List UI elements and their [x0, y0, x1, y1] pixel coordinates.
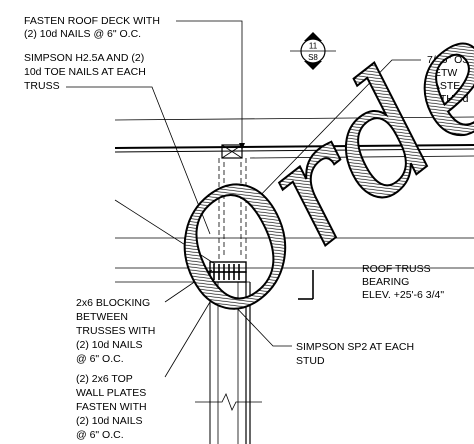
section-marker: 11 S8: [290, 32, 336, 70]
h25a-clip: [221, 144, 243, 159]
note-line: FASTEN WITH: [76, 401, 147, 413]
note-line: ROOF TRUSS: [362, 263, 431, 275]
note-simpson-sp2: SIMPSON SP2 AT EACH STUD: [296, 341, 417, 367]
sheathing-line: [249, 155, 474, 159]
break-line: [195, 393, 262, 411]
note-line: (2) 10d NAILS @ 6" O.C.: [24, 28, 141, 40]
leader-sp2: [231, 302, 292, 347]
note-simpson-h25a: SIMPSON H2.5A AND (2) 10d TOE NAILS AT E…: [24, 52, 149, 92]
note-roof-truss-bearing: ROOF TRUSS BEARING ELEV. +25'-6 3/4": [362, 263, 444, 301]
leader-roof-deck: [176, 20, 243, 150]
note-line: 10d TOE NAILS AT EACH: [24, 66, 146, 78]
leader-top-plates: [164, 291, 217, 378]
note-line: ELEV. +25'-6 3/4": [362, 289, 444, 301]
blocking-2x6: [218, 144, 247, 262]
leader-blocking: [164, 269, 213, 303]
note-line: 2x6 BLOCKING: [76, 297, 150, 309]
note-line: (2) 10d NAILS: [76, 339, 143, 351]
top-plates: [209, 261, 247, 283]
truss-web-diagonal: [114, 199, 216, 265]
section-detail-number: 11: [309, 42, 318, 51]
note-sheathing: 7/16" OS BETW FASTE WITH 8d: [427, 54, 472, 105]
note-line: FASTEN ROOF DECK WITH: [24, 15, 160, 27]
note-line: BEARING: [362, 276, 409, 288]
roof-deck-top-line: [114, 116, 474, 121]
note-line: STUD: [296, 355, 325, 367]
note-line: @ 6" O.C.: [76, 429, 124, 441]
note-line: (2) 10d NAILS: [76, 415, 143, 427]
note-line: WALL PLATES: [76, 387, 146, 399]
roof-structure: [114, 116, 474, 283]
note-line: @ 6" O.C.: [76, 353, 124, 365]
note-line: (2) 2x6 TOP: [76, 373, 133, 385]
leader-simpson-h25a: [66, 86, 211, 235]
truss-top-chord-upper: [114, 144, 474, 149]
elevation-marker: [298, 270, 314, 300]
note-line: FASTE: [427, 80, 460, 92]
note-blocking: 2x6 BLOCKING BETWEEN TRUSSES WITH (2) 10…: [76, 297, 158, 365]
note-line: 7/16" OS: [427, 54, 469, 66]
leader-sheathing: [249, 59, 421, 207]
note-line: BETW: [427, 67, 457, 79]
note-line: WITH 8d: [427, 93, 469, 105]
wall-stud: [195, 282, 262, 444]
note-roof-deck: FASTEN ROOF DECK WITH (2) 10d NAILS @ 6"…: [24, 15, 163, 40]
note-line: TRUSS: [24, 80, 60, 92]
truss-top-chord-lower: [114, 148, 474, 153]
note-top-plates: (2) 2x6 TOP WALL PLATES FASTEN WITH (2) …: [76, 373, 150, 441]
note-line: BETWEEN: [76, 311, 128, 323]
leader-lines: [66, 20, 421, 378]
note-line: TRUSSES WITH: [76, 325, 155, 337]
section-sheet-number: S8: [308, 53, 318, 62]
note-line: SIMPSON H2.5A AND (2): [24, 52, 144, 64]
note-line: SIMPSON SP2 AT EACH: [296, 341, 414, 353]
